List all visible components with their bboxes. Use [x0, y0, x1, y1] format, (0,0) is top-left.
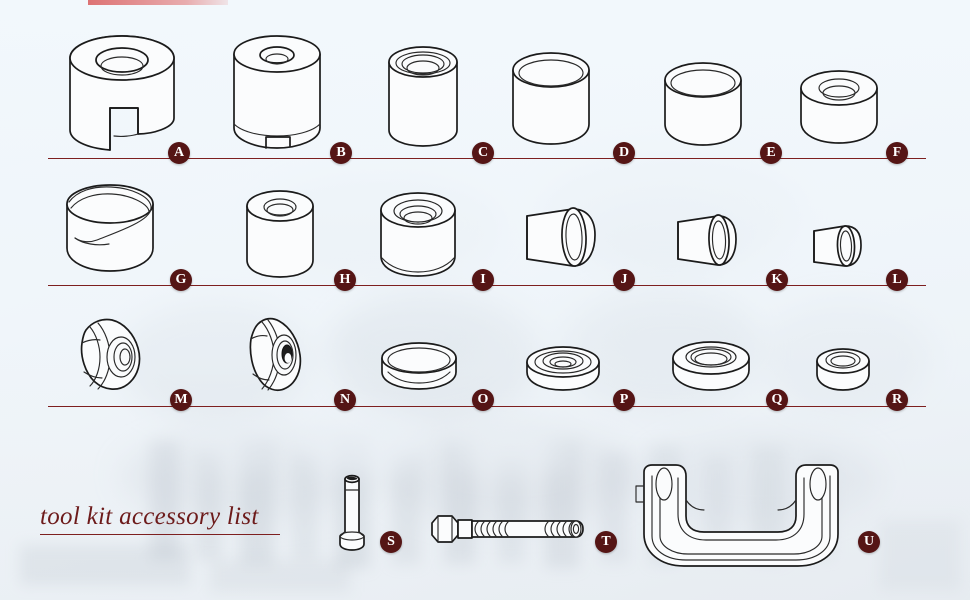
part-f-illustration: [793, 66, 885, 152]
part-u-illustration: [630, 456, 850, 576]
badge-j: J: [613, 269, 635, 291]
page-title: tool kit accessory list: [40, 503, 259, 530]
badge-p: P: [613, 389, 635, 411]
badge-e: E: [760, 142, 782, 164]
part-b-illustration: [222, 24, 332, 154]
badge-i: I: [472, 269, 494, 291]
part-o-illustration: [375, 340, 463, 396]
part-d-illustration: [505, 48, 597, 150]
part-s-illustration: [332, 470, 372, 554]
part-i-illustration: [372, 186, 464, 282]
part-h-illustration: [238, 186, 322, 284]
part-g-illustration: [55, 178, 165, 282]
part-j-illustration: [515, 204, 601, 276]
badge-n: N: [334, 389, 356, 411]
badge-o: O: [472, 389, 494, 411]
part-c-illustration: [380, 42, 466, 152]
badge-r: R: [886, 389, 908, 411]
badge-h: H: [334, 269, 356, 291]
part-t-illustration: [428, 512, 588, 546]
badge-t: T: [595, 531, 617, 553]
part-r-illustration: [810, 344, 876, 396]
badge-q: Q: [766, 389, 788, 411]
part-l-illustration: [805, 222, 867, 274]
badge-s: S: [380, 531, 402, 553]
badge-m: M: [170, 389, 192, 411]
badge-b: B: [330, 142, 352, 164]
part-p-illustration: [520, 342, 606, 396]
badge-k: K: [766, 269, 788, 291]
badge-u: U: [858, 531, 880, 553]
part-k-illustration: [668, 212, 742, 274]
badge-d: D: [613, 142, 635, 164]
badge-c: C: [472, 142, 494, 164]
badge-f: F: [886, 142, 908, 164]
part-n-illustration: [238, 312, 316, 396]
part-e-illustration: [657, 58, 749, 152]
badge-a: A: [168, 142, 190, 164]
badge-g: G: [170, 269, 192, 291]
badge-l: L: [886, 269, 908, 291]
part-a-illustration: [52, 22, 192, 156]
part-q-illustration: [666, 336, 756, 396]
part-m-illustration: [72, 312, 154, 396]
top-red-banner-strip: [88, 0, 228, 5]
page-title-underline: [40, 534, 280, 535]
